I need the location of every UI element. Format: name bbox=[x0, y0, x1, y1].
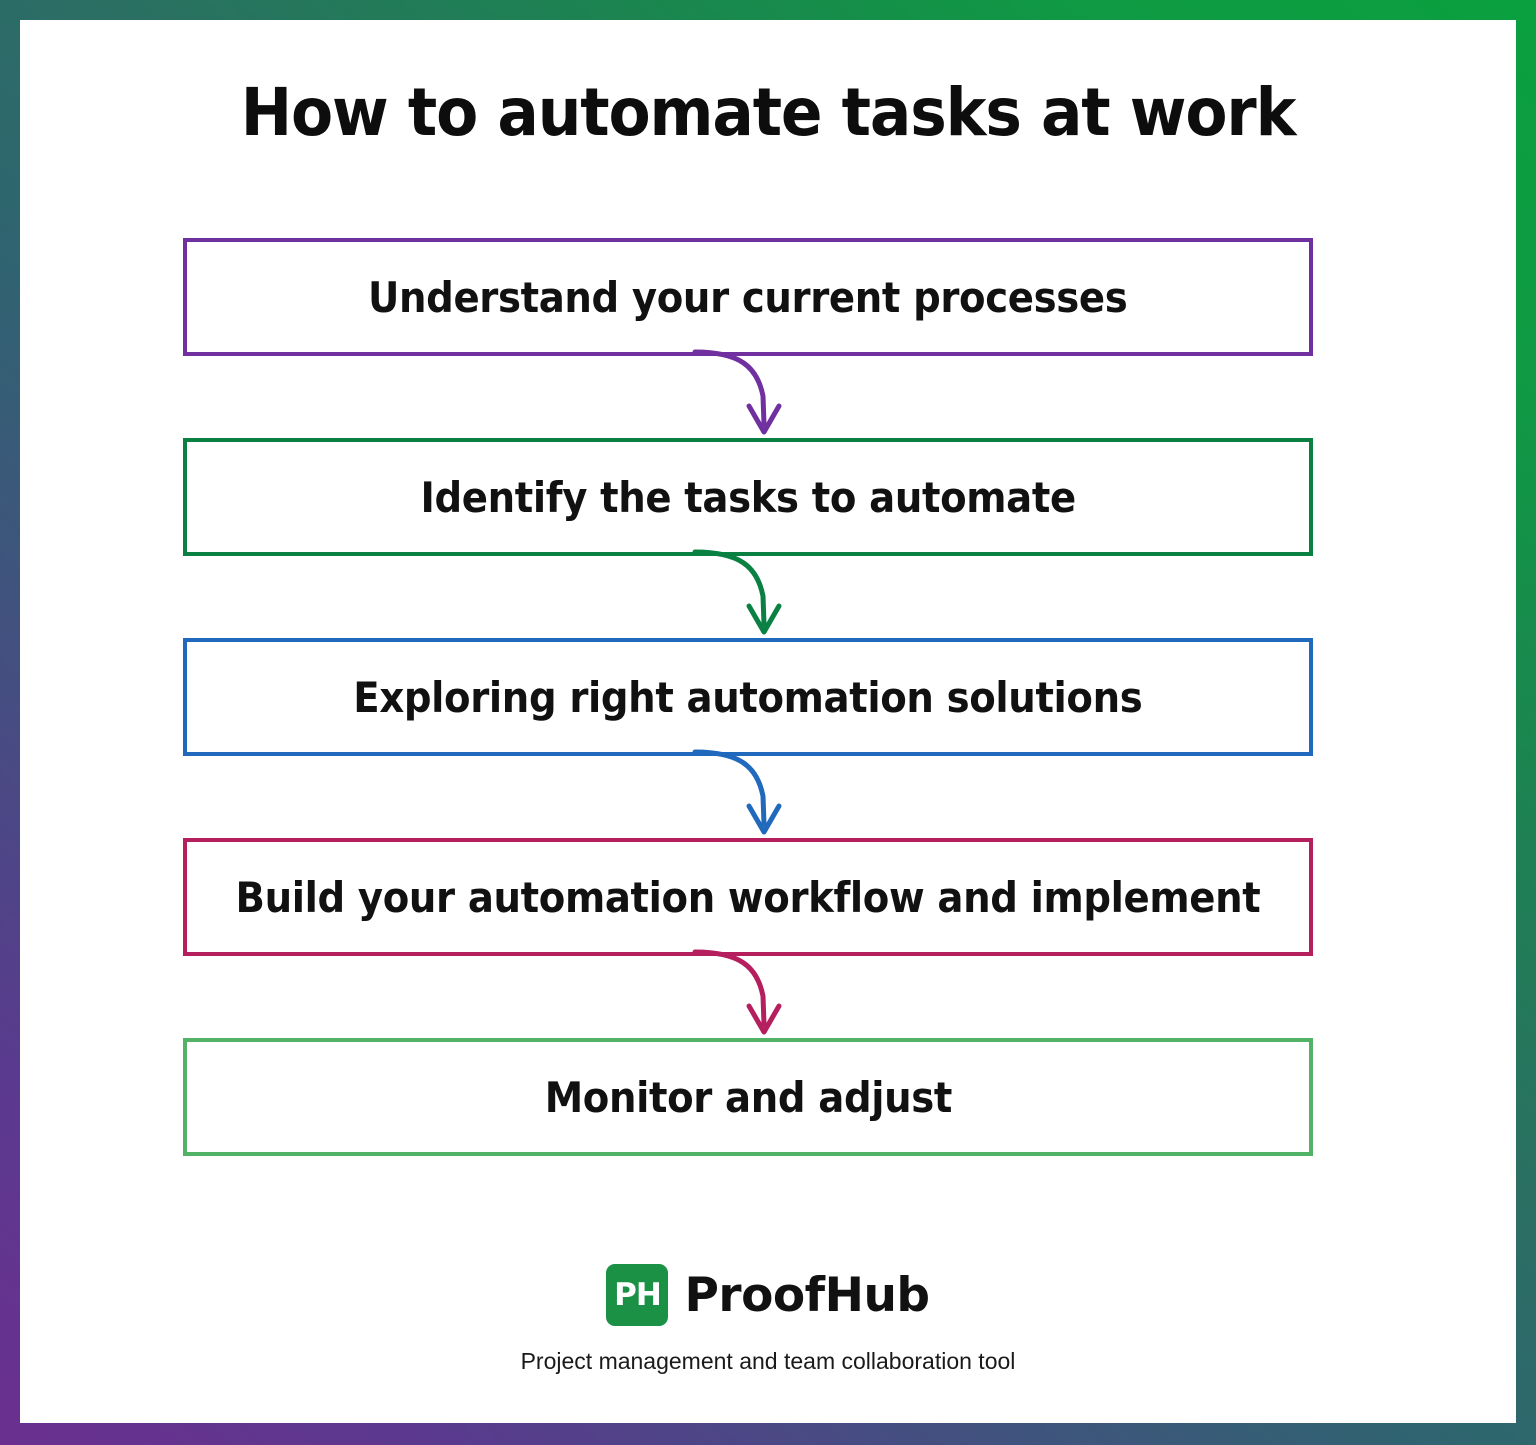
flow-step-4-label: Build your automation workflow and imple… bbox=[235, 872, 1261, 922]
flow-step-5[interactable]: Monitor and adjust bbox=[183, 1038, 1313, 1156]
proofhub-logo[interactable]: PH ProofHub bbox=[20, 1264, 1516, 1326]
connector-arrowhead-3 bbox=[746, 803, 782, 835]
flow-step-5-label: Monitor and adjust bbox=[544, 1072, 952, 1122]
footer-tagline: Project management and team collaboratio… bbox=[520, 1348, 1016, 1374]
connector-arrowhead-2 bbox=[746, 603, 782, 635]
connector-line-1 bbox=[692, 349, 767, 427]
flow-connector-2-to-3 bbox=[692, 549, 833, 642]
footer: PH ProofHub Project management and team … bbox=[20, 1264, 1516, 1375]
connector-arrowhead-1 bbox=[746, 403, 782, 435]
flow-step-1[interactable]: Understand your current processes bbox=[183, 238, 1313, 356]
connector-line-3 bbox=[692, 749, 767, 827]
infographic-canvas: How to automate tasks at work Understand… bbox=[20, 20, 1516, 1423]
flow-step-3-label: Exploring right automation solutions bbox=[353, 672, 1143, 722]
connector-line-4 bbox=[692, 949, 767, 1027]
flow-connector-3-to-4 bbox=[692, 749, 833, 842]
flow-step-4[interactable]: Build your automation workflow and imple… bbox=[183, 838, 1313, 956]
connector-arrowhead-4 bbox=[746, 1003, 782, 1035]
flowchart: Understand your current processes Identi… bbox=[183, 238, 1313, 1178]
page-title: How to automate tasks at work bbox=[240, 74, 1297, 151]
flow-connector-1-to-2 bbox=[692, 349, 833, 442]
flow-step-2-label: Identify the tasks to automate bbox=[420, 472, 1076, 522]
flow-step-2[interactable]: Identify the tasks to automate bbox=[183, 438, 1313, 556]
flow-connector-4-to-5 bbox=[692, 949, 833, 1042]
proofhub-wordmark: ProofHub bbox=[684, 1267, 930, 1323]
proofhub-monogram-icon: PH bbox=[606, 1264, 669, 1326]
flow-step-1-label: Understand your current processes bbox=[368, 272, 1128, 322]
connector-line-2 bbox=[692, 549, 767, 627]
flow-step-3[interactable]: Exploring right automation solutions bbox=[183, 638, 1313, 756]
